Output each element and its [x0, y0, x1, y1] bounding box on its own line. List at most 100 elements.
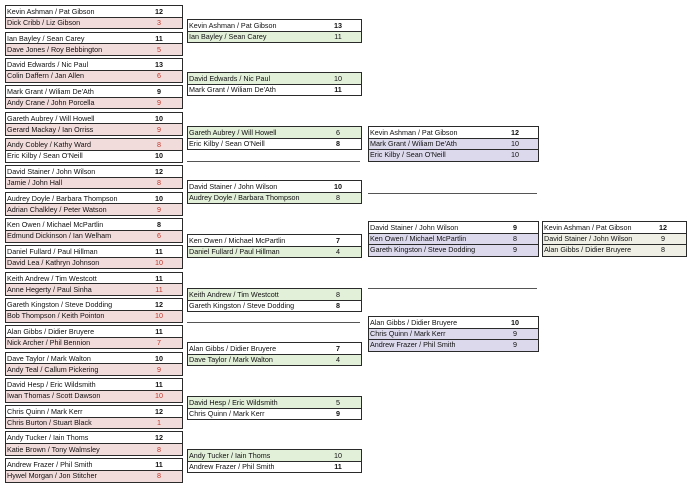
- team-score: 13: [317, 21, 359, 31]
- team-score: 10: [334, 74, 342, 83]
- row-divider: [6, 416, 182, 418]
- team-score: 11: [317, 85, 359, 95]
- team-name: David Stainer / John Wilson: [370, 223, 459, 232]
- row-divider: [188, 407, 361, 409]
- team-name: Dick Cribb / Liz Gibson: [7, 18, 81, 28]
- team-name: Andrew Frazer / Phil Smith: [189, 462, 275, 472]
- team-score: 12: [138, 406, 180, 417]
- team-row: Nick Archer / Phil Bennion 7: [6, 337, 182, 349]
- team-name: Daniel Fullard / Paul Hillman: [7, 246, 98, 256]
- team-name: David Stainer / John Wilson: [544, 234, 633, 244]
- team-name: David Stainer / John Wilson: [7, 166, 96, 176]
- team-name: Mark Grant / Wiliam De'Ath: [370, 139, 457, 149]
- row-divider: [188, 30, 361, 32]
- team-name: Chris Quinn / Mark Kerr: [189, 409, 265, 419]
- team-score: 8: [661, 245, 665, 255]
- row-divider: [543, 243, 686, 245]
- team-score: 9: [157, 98, 161, 108]
- team-score: 12: [138, 166, 180, 177]
- team-score: 11: [138, 273, 180, 283]
- team-name: Nick Archer / Phil Bennion: [7, 338, 91, 348]
- team-score: 7: [317, 344, 359, 354]
- team-name: Gareth Aubrey / Will Howell: [189, 128, 277, 137]
- team-name: Dave Taylor / Mark Walton: [189, 355, 273, 365]
- team-row: Daniel Fullard / Paul Hillman 11: [6, 245, 182, 258]
- team-score: 3: [157, 18, 161, 28]
- team-score: 10: [138, 113, 180, 123]
- team-score: 8: [138, 220, 180, 230]
- team-score: 7: [157, 338, 161, 348]
- team-name: Chris Quinn / Mark Kerr: [370, 329, 446, 339]
- team-score: 11: [138, 460, 180, 470]
- team-name: David Stainer / John Wilson: [189, 182, 278, 191]
- team-score: 11: [138, 380, 180, 390]
- team-name: David Edwards / Nic Paul: [7, 60, 89, 70]
- team-score: 8: [336, 193, 340, 203]
- team-score: 6: [157, 231, 161, 241]
- team-name: Gareth Kingston / Steve Dodding: [370, 245, 476, 255]
- team-score: 11: [155, 284, 163, 294]
- team-score: 11: [334, 32, 342, 42]
- row-divider: [6, 176, 182, 178]
- row-divider: [188, 299, 361, 301]
- row-divider: [6, 283, 182, 285]
- team-name: Ian Bayley / Sean Carey: [189, 32, 267, 42]
- team-name: Andy Tucker / Iain Thoms: [7, 433, 89, 443]
- team-score: 11: [138, 246, 180, 257]
- team-row: Audrey Doyle / Barbara Thompson 8: [188, 192, 361, 204]
- team-score: 9: [138, 86, 180, 97]
- team-score: 9: [157, 364, 161, 374]
- row-divider: [188, 245, 361, 247]
- team-name: Chris Burton / Stuart Black: [7, 418, 92, 428]
- team-row: Keith Andrew / Tim Westcott 11: [6, 272, 182, 284]
- team-name: Dave Taylor / Mark Walton: [7, 353, 91, 363]
- team-name: Andy Teal / Callum Pickering: [7, 364, 99, 374]
- team-name: Andy Crane / John Porcella: [7, 98, 95, 108]
- team-name: Audrey Doyle / Barbara Thompson: [189, 193, 300, 203]
- bracket-line: [368, 288, 537, 289]
- row-divider: [6, 256, 182, 258]
- team-name: David Edwards / Nic Paul: [189, 74, 271, 83]
- team-score: 1: [157, 418, 161, 428]
- team-score: 4: [336, 247, 340, 257]
- team-score: 10: [511, 150, 519, 160]
- team-name: Bob Thompson / Keith Pointon: [7, 311, 105, 321]
- team-name: Keith Andrew / Tim Westcott: [7, 273, 97, 283]
- row-divider: [6, 203, 182, 205]
- row-divider: [6, 96, 182, 98]
- team-score: 6: [336, 128, 340, 137]
- team-score: 6: [157, 71, 161, 81]
- team-score: 9: [157, 124, 161, 134]
- row-divider: [6, 229, 182, 231]
- team-score: 10: [334, 451, 342, 460]
- team-score: 5: [336, 398, 340, 407]
